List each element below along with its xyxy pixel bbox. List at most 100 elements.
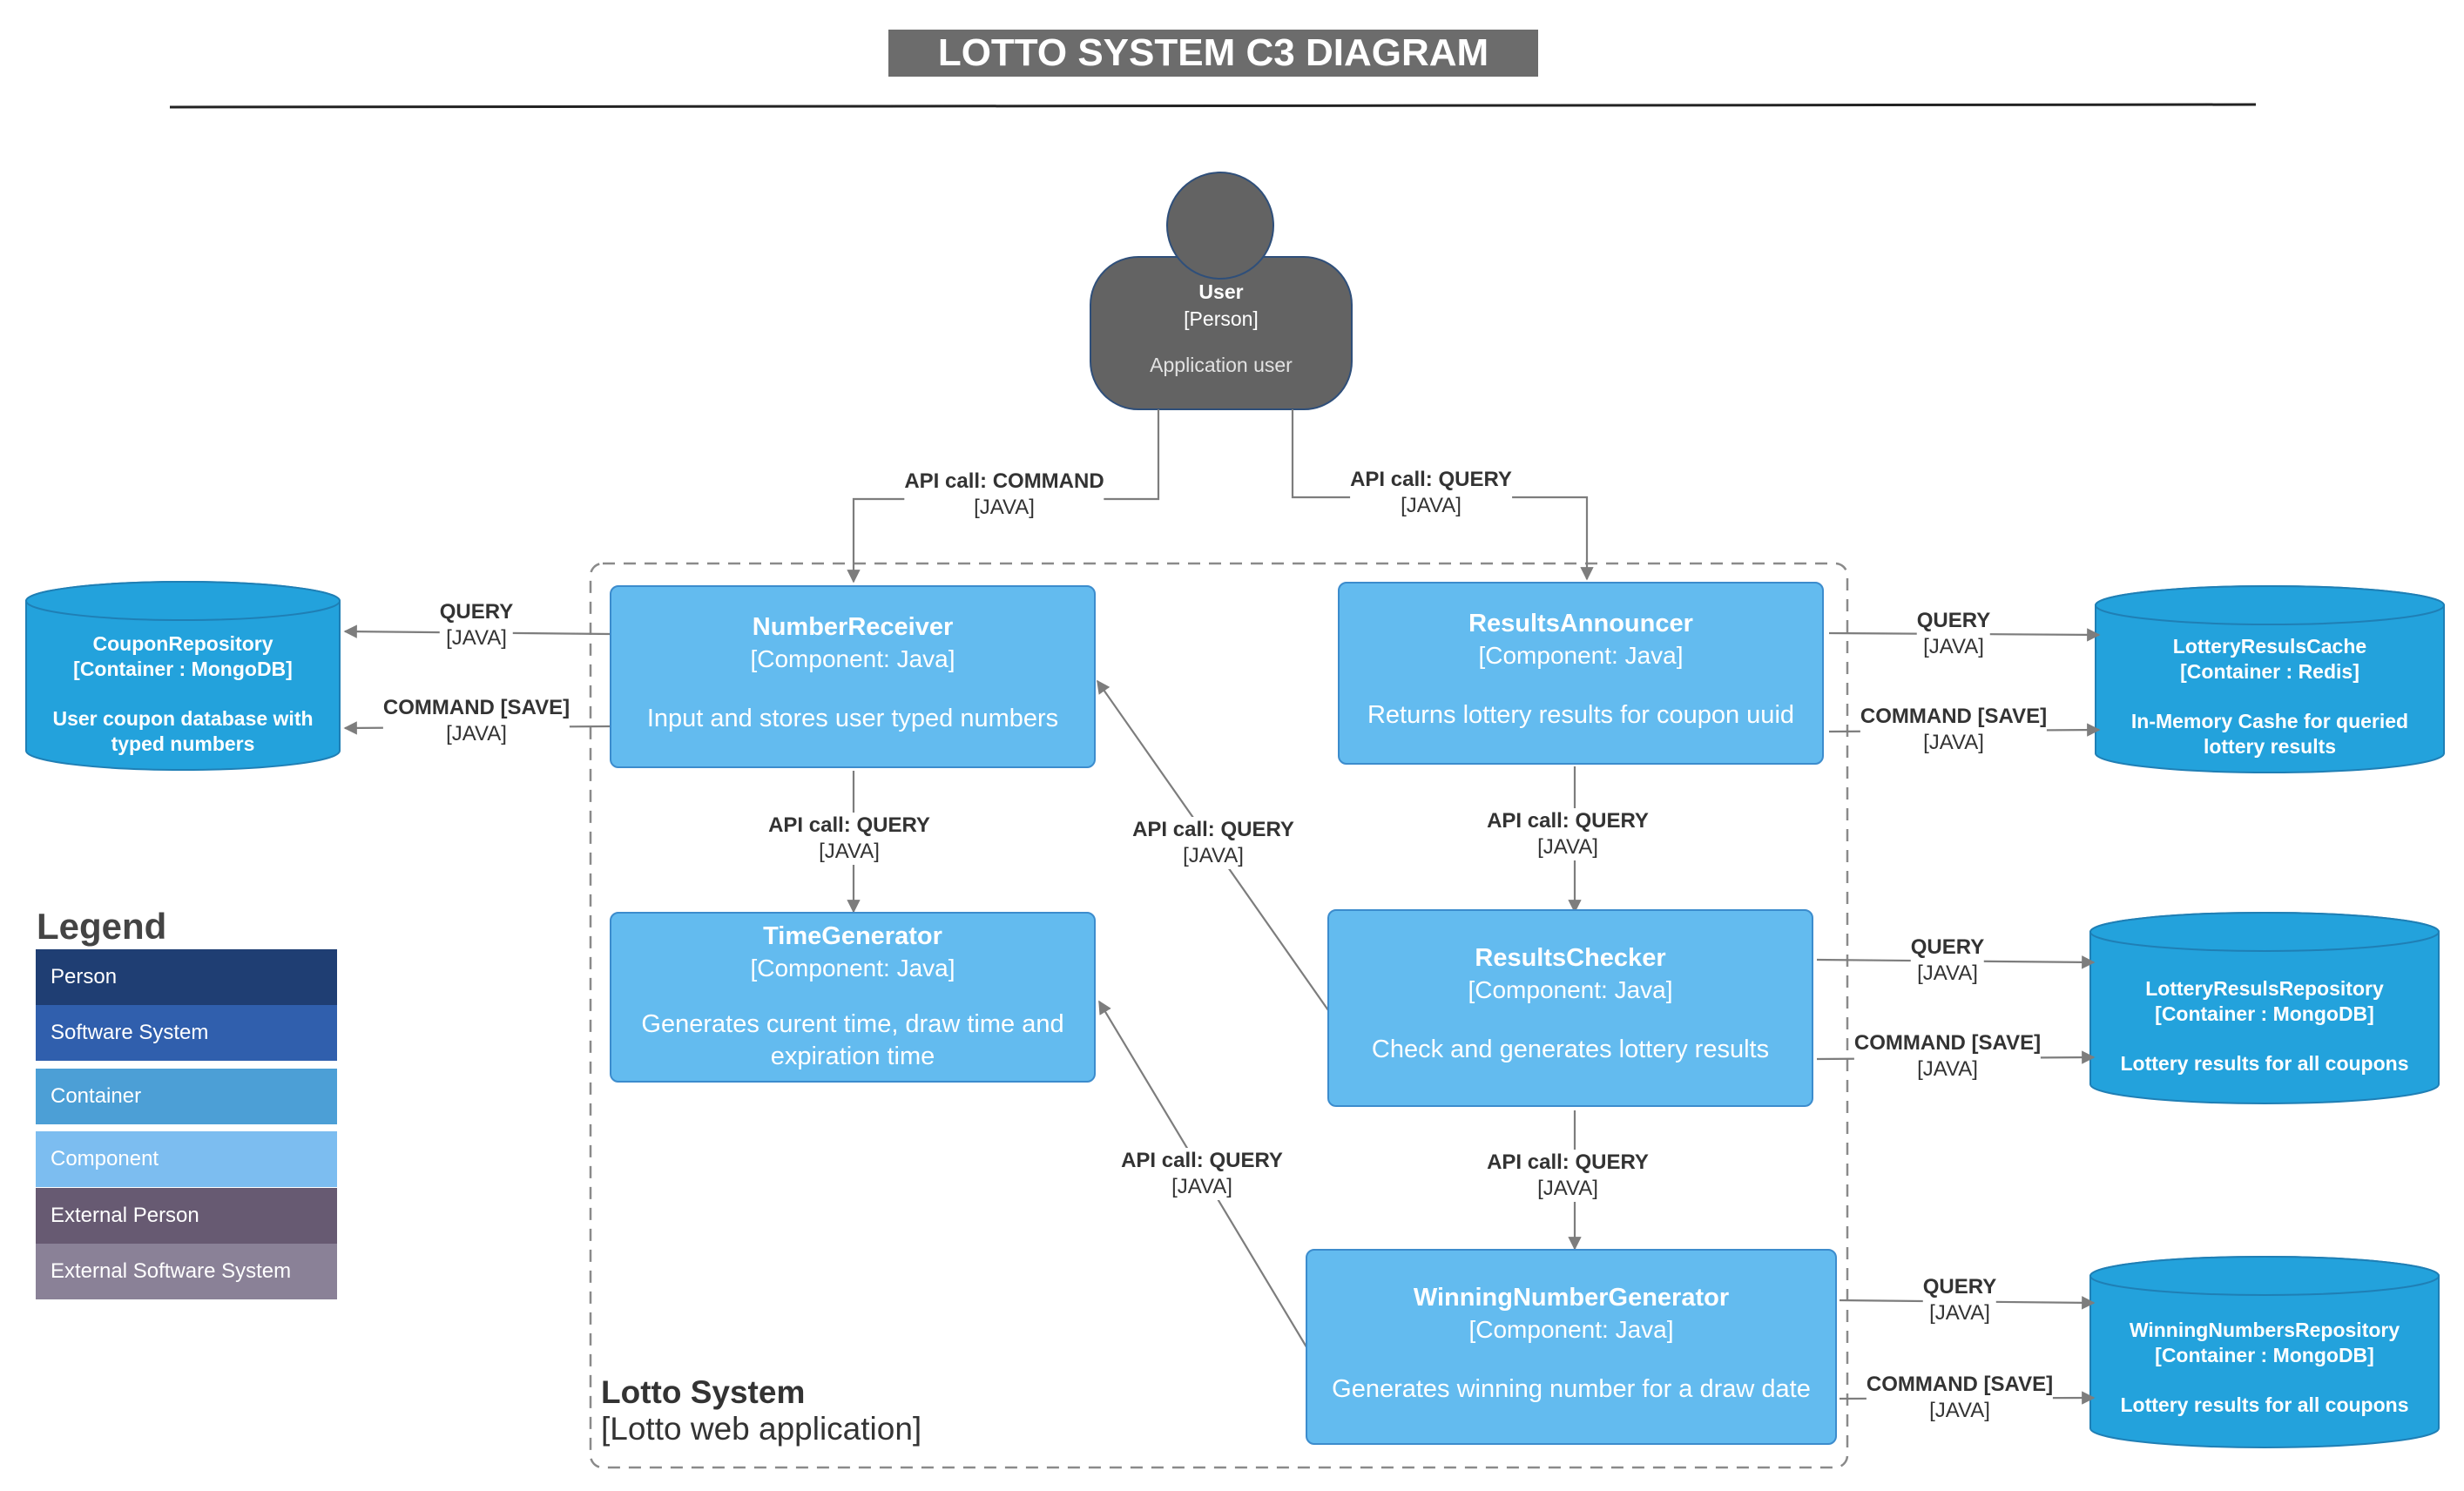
relation-label: API call: QUERY [JAVA] <box>1487 1150 1649 1202</box>
component-type: [Component: Java] <box>1468 976 1673 1003</box>
relation-tech: [JAVA] <box>1929 1399 1990 1422</box>
legend-item-label: Person <box>51 965 118 988</box>
relation-label: QUERY [JAVA] <box>1916 608 1991 660</box>
relation-tech: [JAVA] <box>1917 961 1978 985</box>
coupon-repository-cylinder <box>25 581 341 771</box>
boundary-label: Lotto System [Lotto web application] <box>601 1374 921 1447</box>
relation-text: COMMAND [SAVE] <box>1866 1373 2054 1396</box>
database-description: Lottery results for all coupons <box>2120 1393 2409 1416</box>
user-description: Application user <box>1150 354 1293 376</box>
legend-item-label: Component <box>51 1147 159 1171</box>
legend-item: External Software System <box>36 1244 337 1299</box>
relation-text: QUERY <box>1922 1275 1997 1299</box>
user-type: [Person] <box>1184 307 1259 330</box>
relation-tech: [JAVA] <box>1537 835 1598 859</box>
database-description: User coupon database with typed numbers <box>52 707 314 755</box>
time-generator-component: TimeGenerator [Component: Java] Generate… <box>610 912 1096 1083</box>
legend-item: Container <box>36 1069 337 1124</box>
legend-title: Legend <box>37 906 167 947</box>
component-name: NumberReceiver <box>752 613 954 641</box>
relation-label: QUERY [JAVA] <box>1922 1274 1997 1326</box>
title-separator-line <box>169 103 2257 109</box>
relation-tech: [JAVA] <box>819 840 880 863</box>
legend-item: Person <box>36 949 337 1005</box>
relation-text: COMMAND [SAVE] <box>1860 705 2048 728</box>
component-name: ResultsAnnouncer <box>1468 610 1693 638</box>
database-type: [Container : MongoDB] <box>2155 1344 2374 1366</box>
relation-tech: [JAVA] <box>1537 1177 1598 1200</box>
component-description: Input and stores user typed numbers <box>646 705 1059 732</box>
winning-numbers-repository-cylinder <box>2089 1256 2440 1448</box>
lottery-results-repository-text: LotteryResulsRepository [Container : Mon… <box>2099 976 2430 1076</box>
database-name: WinningNumbersRepository <box>2129 1319 2400 1341</box>
relation-tech: [JAVA] <box>974 496 1035 519</box>
user-name: User <box>1198 280 1244 303</box>
relation-tech: [JAVA] <box>1183 844 1244 867</box>
relation-text: API call: QUERY <box>1350 468 1512 491</box>
component-type: [Component: Java] <box>1478 642 1684 669</box>
relation-tech: [JAVA] <box>446 722 507 746</box>
legend-item-label: Container <box>51 1084 142 1108</box>
boundary-type: [Lotto web application] <box>601 1411 922 1447</box>
database-name: LotteryResulsCache <box>2172 635 2367 658</box>
relation-label: API call: QUERY [JAVA] <box>1350 467 1512 519</box>
component-name: TimeGenerator <box>763 922 942 950</box>
legend-item: External Person <box>36 1188 337 1244</box>
relation-text: QUERY <box>439 600 514 624</box>
relation-text: QUERY <box>1910 935 1985 959</box>
component-name: ResultsChecker <box>1475 944 1666 972</box>
relation-label: COMMAND [SAVE] [JAVA] <box>1853 1030 2042 1083</box>
relation-tech: [JAVA] <box>1171 1175 1232 1198</box>
relation-tech: [JAVA] <box>1923 635 1984 658</box>
number-receiver-component: NumberReceiver [Component: Java] Input a… <box>610 585 1096 768</box>
relation-label: QUERY [JAVA] <box>439 599 514 651</box>
relation-text: COMMAND [SAVE] <box>1853 1031 2042 1055</box>
relation-tech: [JAVA] <box>1929 1301 1990 1325</box>
relation-label: COMMAND [SAVE] [JAVA] <box>1866 1372 2054 1424</box>
component-type: [Component: Java] <box>750 955 955 982</box>
database-type: [Container : MongoDB] <box>73 658 293 680</box>
relation-label: COMMAND [SAVE] [JAVA] <box>382 695 570 747</box>
relation-text: COMMAND [SAVE] <box>382 696 570 719</box>
component-type: [Component: Java] <box>1468 1316 1674 1343</box>
relation-tech: [JAVA] <box>1923 731 1984 754</box>
database-name: CouponRepository <box>92 632 273 655</box>
relation-text: QUERY <box>1916 609 1991 632</box>
relation-text: API call: QUERY <box>1487 809 1649 833</box>
boundary-name: Lotto System <box>601 1374 806 1410</box>
database-name: LotteryResulsRepository <box>2145 977 2384 1000</box>
relation-label: API call: QUERY [JAVA] <box>1487 808 1649 860</box>
relation-tech: [JAVA] <box>1917 1057 1978 1081</box>
component-type: [Component: Java] <box>750 645 955 672</box>
winning-numbers-repository-text: WinningNumbersRepository [Container : Mo… <box>2099 1318 2430 1418</box>
relation-text: API call: COMMAND <box>904 469 1104 493</box>
relation-text: API call: QUERY <box>1132 818 1294 841</box>
relation-text: API call: QUERY <box>1487 1150 1649 1174</box>
winning-number-generator-component: WinningNumberGenerator [Component: Java]… <box>1306 1249 1837 1445</box>
results-checker-component: ResultsChecker [Component: Java] Check a… <box>1327 909 1813 1107</box>
system-boundary <box>589 562 1849 1469</box>
relation-label: COMMAND [SAVE] [JAVA] <box>1860 704 2048 756</box>
lottery-results-cache-text: LotteryResulsCache [Container : Redis] I… <box>2104 634 2435 759</box>
legend-item: Component <box>36 1131 337 1187</box>
legend-item-label: External Software System <box>51 1259 292 1283</box>
component-name: WinningNumberGenerator <box>1413 1284 1730 1312</box>
relation-label: QUERY [JAVA] <box>1910 934 1985 987</box>
database-description: Lottery results for all coupons <box>2120 1052 2409 1075</box>
legend-item-label: External Person <box>51 1204 199 1227</box>
relation-label: API call: QUERY [JAVA] <box>1121 1148 1283 1200</box>
relation-text: API call: QUERY <box>768 813 930 837</box>
user-person-shape <box>1090 172 1353 410</box>
database-description: In-Memory Cashe for queried lottery resu… <box>2130 710 2409 758</box>
coupon-repository-text: CouponRepository [Container : MongoDB] U… <box>35 631 331 757</box>
component-description: Returns lottery results for coupon uuid <box>1367 701 1795 729</box>
legend-item-label: Software System <box>51 1021 209 1044</box>
diagram-title: LOTTO SYSTEM C3 DIAGRAM <box>888 30 1538 77</box>
lottery-results-repository-cylinder <box>2089 912 2440 1104</box>
database-type: [Container : Redis] <box>2180 660 2359 683</box>
lottery-results-cache-cylinder <box>2095 585 2445 773</box>
component-description: Generates curent time, draw time and exp… <box>641 1010 1064 1070</box>
relation-tech: [JAVA] <box>1401 494 1462 517</box>
relation-label: API call: QUERY [JAVA] <box>768 813 930 865</box>
